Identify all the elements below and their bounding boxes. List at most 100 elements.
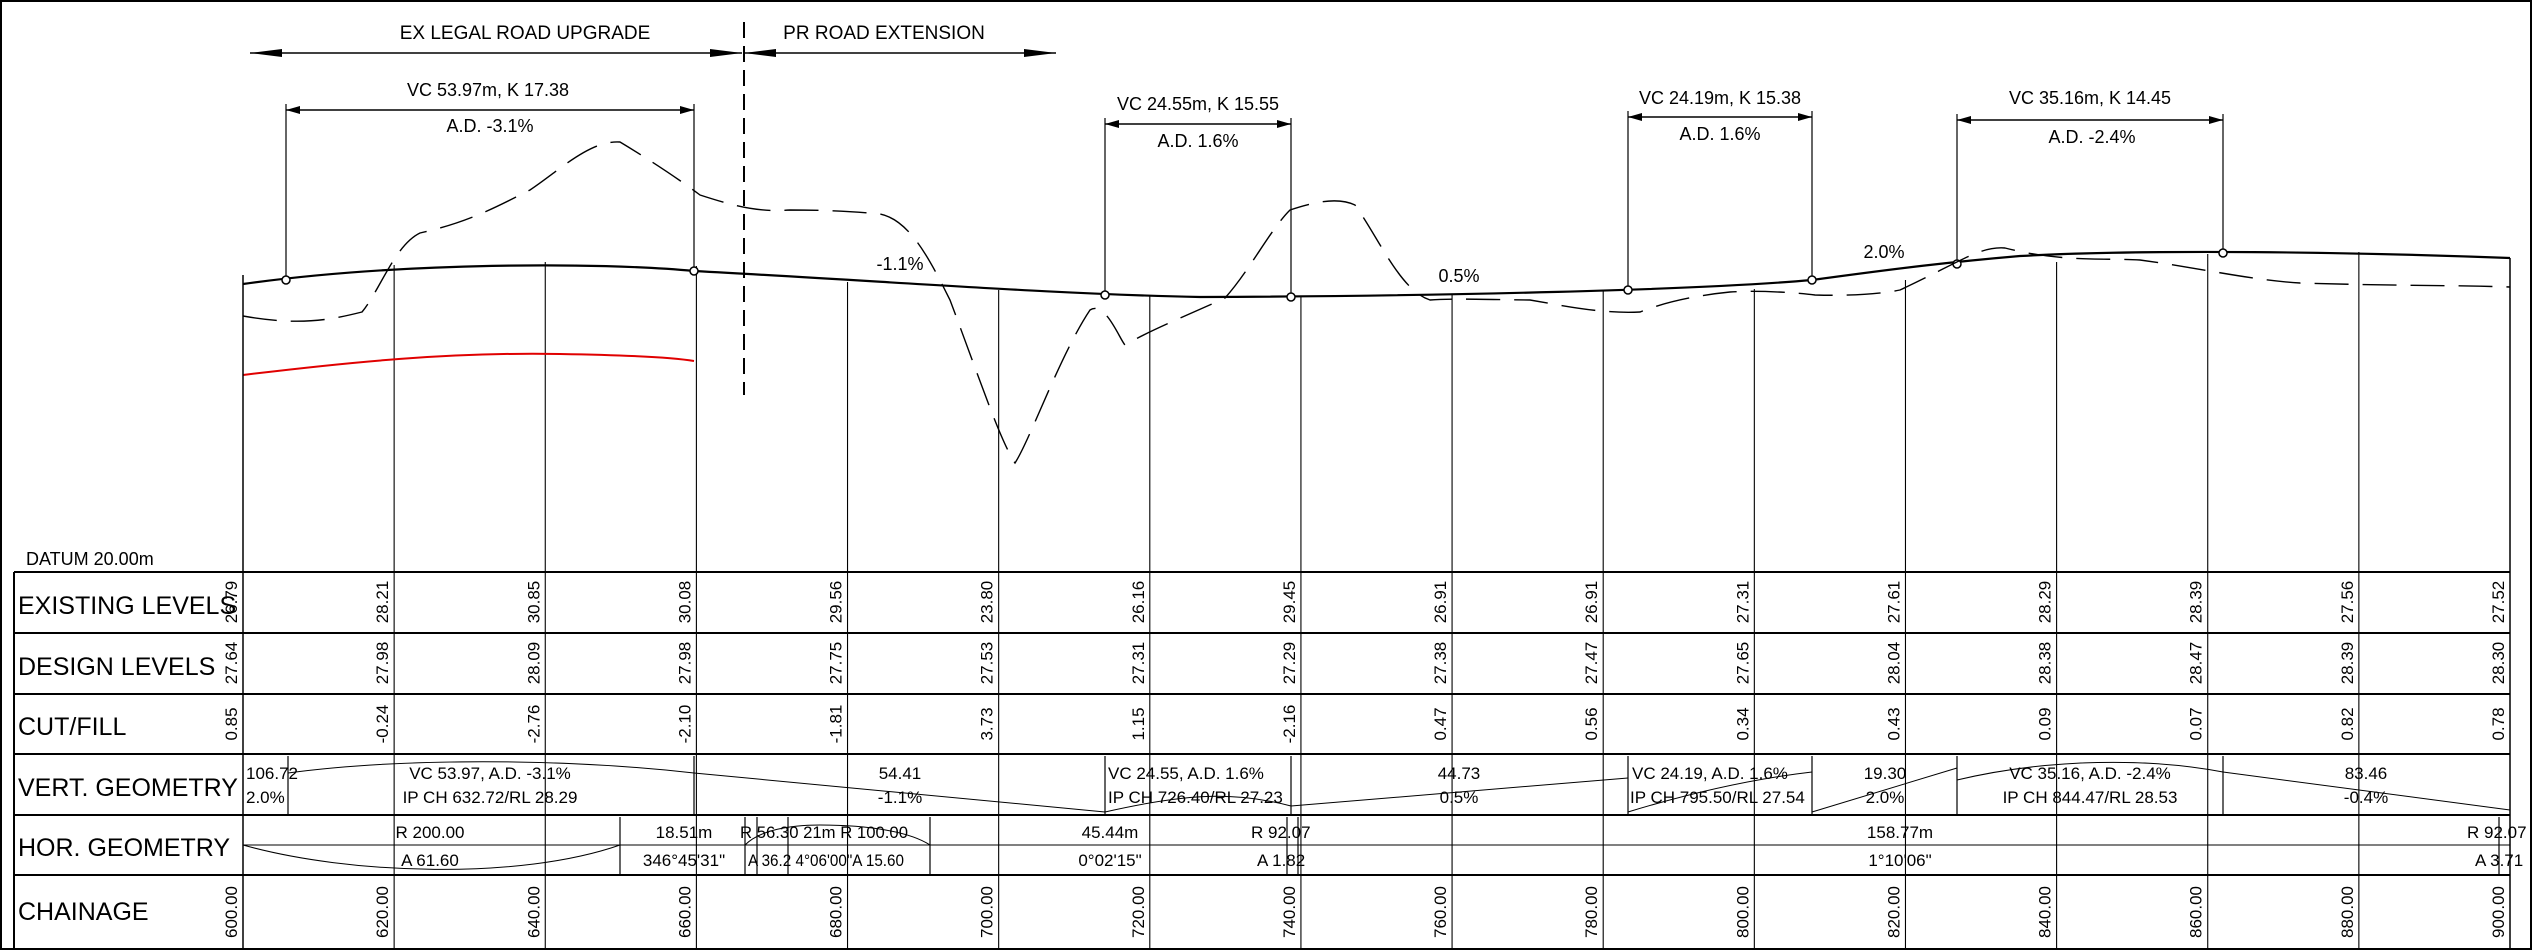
chainage-value: 740.00: [1280, 886, 1299, 938]
vg-start-b: 2.0%: [246, 788, 285, 807]
design-level-value: 27.29: [1280, 642, 1299, 685]
chainage-value: 640.00: [524, 886, 543, 938]
chainage-value: 880.00: [2338, 886, 2357, 938]
chainage-value: 620.00: [373, 886, 392, 938]
design-level-value: 28.38: [2036, 642, 2055, 685]
cut-fill-value: -2.76: [524, 705, 543, 744]
cut-fill-value: 0.09: [2036, 707, 2055, 740]
cut-fill-value: 1.15: [1129, 707, 1148, 740]
design-level-value: 27.64: [222, 642, 241, 685]
existing-level-value: 27.52: [2489, 581, 2508, 624]
design-level-value: 27.53: [978, 642, 997, 685]
vg-vc1-b: IP CH 632.72/RL 28.29: [403, 788, 578, 807]
hor-geometry-row: R 200.00 A 61.60 18.51m 346°45'31" R 56.…: [242, 817, 2527, 875]
hg-mix-b: A 36.2 4°06'00"A 15.60: [748, 851, 904, 870]
chainage-value: 820.00: [1884, 886, 1903, 938]
existing-level-value: 29.56: [827, 581, 846, 624]
existing-level-value: 26.79: [222, 581, 241, 624]
design-level-value: 28.47: [2187, 642, 2206, 685]
vc1-ad: A.D. -3.1%: [446, 116, 533, 136]
hg-s2-b: 0°02'15": [1078, 851, 1141, 870]
cut-fill-value: 0.43: [1884, 707, 1903, 740]
pr-road-extension-label: PR ROAD EXTENSION: [783, 23, 985, 44]
grade-label-2: 0.5%: [1438, 266, 1479, 286]
existing-level-value: 29.45: [1280, 581, 1299, 624]
cut-fill-value: 0.85: [222, 707, 241, 740]
chainage-value: 800.00: [1733, 886, 1752, 938]
cut-fill-value: 0.07: [2187, 707, 2206, 740]
existing-level-value: 27.31: [1733, 581, 1752, 624]
hg-c3-a: R 92.07: [2467, 823, 2527, 842]
grade-label-3: 2.0%: [1863, 242, 1904, 262]
existing-ground-line: [242, 141, 2511, 465]
existing-level-value: 28.29: [2036, 581, 2055, 624]
design-profile-line: [242, 250, 2511, 299]
cut-fill-value: 3.73: [978, 707, 997, 740]
cut-fill-value: -0.24: [373, 705, 392, 744]
design-level-value: 27.75: [827, 642, 846, 685]
hg-c2-b: A 1.82: [1257, 851, 1305, 870]
chainage-value: 600.00: [222, 886, 241, 938]
row-header-design: DESIGN LEVELS: [18, 653, 215, 681]
vg-g3-a: 19.30: [1864, 764, 1907, 783]
vg-vc2-a: VC 24.55, A.D. 1.6%: [1108, 764, 1264, 783]
existing-level-value: 28.39: [2187, 581, 2206, 624]
vg-vc4-a: VC 35.16, A.D. -2.4%: [2009, 764, 2171, 783]
hg-s1-b: 346°45'31": [643, 851, 725, 870]
row-header-vert: VERT. GEOMETRY: [18, 774, 238, 802]
vc1-label: VC 53.97m, K 17.38: [407, 80, 569, 100]
chainage-value: 780.00: [1582, 886, 1601, 938]
row-header-cutfill: CUT/FILL: [18, 713, 126, 741]
cut-fill-value: -2.16: [1280, 705, 1299, 744]
datum-label: DATUM 20.00m: [26, 549, 154, 569]
ex-legal-road-upgrade-label: EX LEGAL ROAD UPGRADE: [400, 23, 651, 44]
vg-g4-b: -0.4%: [2344, 788, 2388, 807]
design-level-value: 27.65: [1733, 642, 1752, 685]
hg-s2-a: 45.44m: [1082, 823, 1139, 842]
chainage-value: 840.00: [2036, 886, 2055, 938]
chainage-value: 760.00: [1431, 886, 1450, 938]
existing-level-value: 30.08: [675, 581, 694, 624]
vg-g2-b: 0.5%: [1440, 788, 1479, 807]
top-annotations: EX LEGAL ROAD UPGRADE PR ROAD EXTENSION: [250, 22, 1056, 395]
vg-g2-a: 44.73: [1438, 764, 1481, 783]
chainage-value: 860.00: [2187, 886, 2206, 938]
vg-g3-b: 2.0%: [1866, 788, 1905, 807]
red-reference-line: [242, 352, 695, 376]
chainage-grid: [393, 252, 2360, 949]
vc2-ad: A.D. 1.6%: [1157, 131, 1238, 151]
grade-label-1: -1.1%: [876, 254, 923, 274]
vc3-ad: A.D. 1.6%: [1679, 124, 1760, 144]
row-headers: EXISTING LEVELS DESIGN LEVELS CUT/FILL V…: [18, 592, 238, 926]
hg-c1-b: A 61.60: [401, 851, 459, 870]
existing-level-value: 26.91: [1582, 581, 1601, 624]
cut-fill-value: -1.81: [827, 705, 846, 744]
existing-level-value: 26.91: [1431, 581, 1450, 624]
existing-level-value: 23.80: [978, 581, 997, 624]
row-header-chainage: CHAINAGE: [18, 898, 149, 926]
hg-c2-a: R 92.07: [1251, 823, 1311, 842]
hg-s3-a: 158.77m: [1867, 823, 1933, 842]
cut-fill-value: 0.78: [2489, 707, 2508, 740]
design-level-value: 27.31: [1129, 642, 1148, 685]
vg-vc1-a: VC 53.97, A.D. -3.1%: [409, 764, 571, 783]
existing-level-value: 27.61: [1884, 581, 1903, 624]
design-level-value: 27.98: [373, 642, 392, 685]
existing-level-value: 27.56: [2338, 581, 2357, 624]
vg-vc2-b: IP CH 726.40/RL 27.23: [1108, 788, 1283, 807]
design-level-value: 28.04: [1884, 642, 1903, 685]
cut-fill-value: 0.82: [2338, 707, 2357, 740]
grade-labels: -1.1% 0.5% 2.0%: [876, 242, 1904, 286]
vg-vc3-b: IP CH 795.50/RL 27.54: [1630, 788, 1805, 807]
hg-mix-a: R 56.30 21m R 100.00: [740, 823, 908, 842]
vg-vc4-b: IP CH 844.47/RL 28.53: [2003, 788, 2178, 807]
cut-fill-value: -2.10: [675, 705, 694, 744]
vg-g1-b: -1.1%: [878, 788, 922, 807]
data-table-frame: [13, 258, 2511, 949]
chainage-value: 720.00: [1129, 886, 1148, 938]
row-header-existing: EXISTING LEVELS: [18, 592, 236, 620]
design-profile-nodes: [281, 248, 2228, 302]
hg-s3-b: 1°10'06": [1868, 851, 1931, 870]
hg-c1-a: R 200.00: [396, 823, 465, 842]
